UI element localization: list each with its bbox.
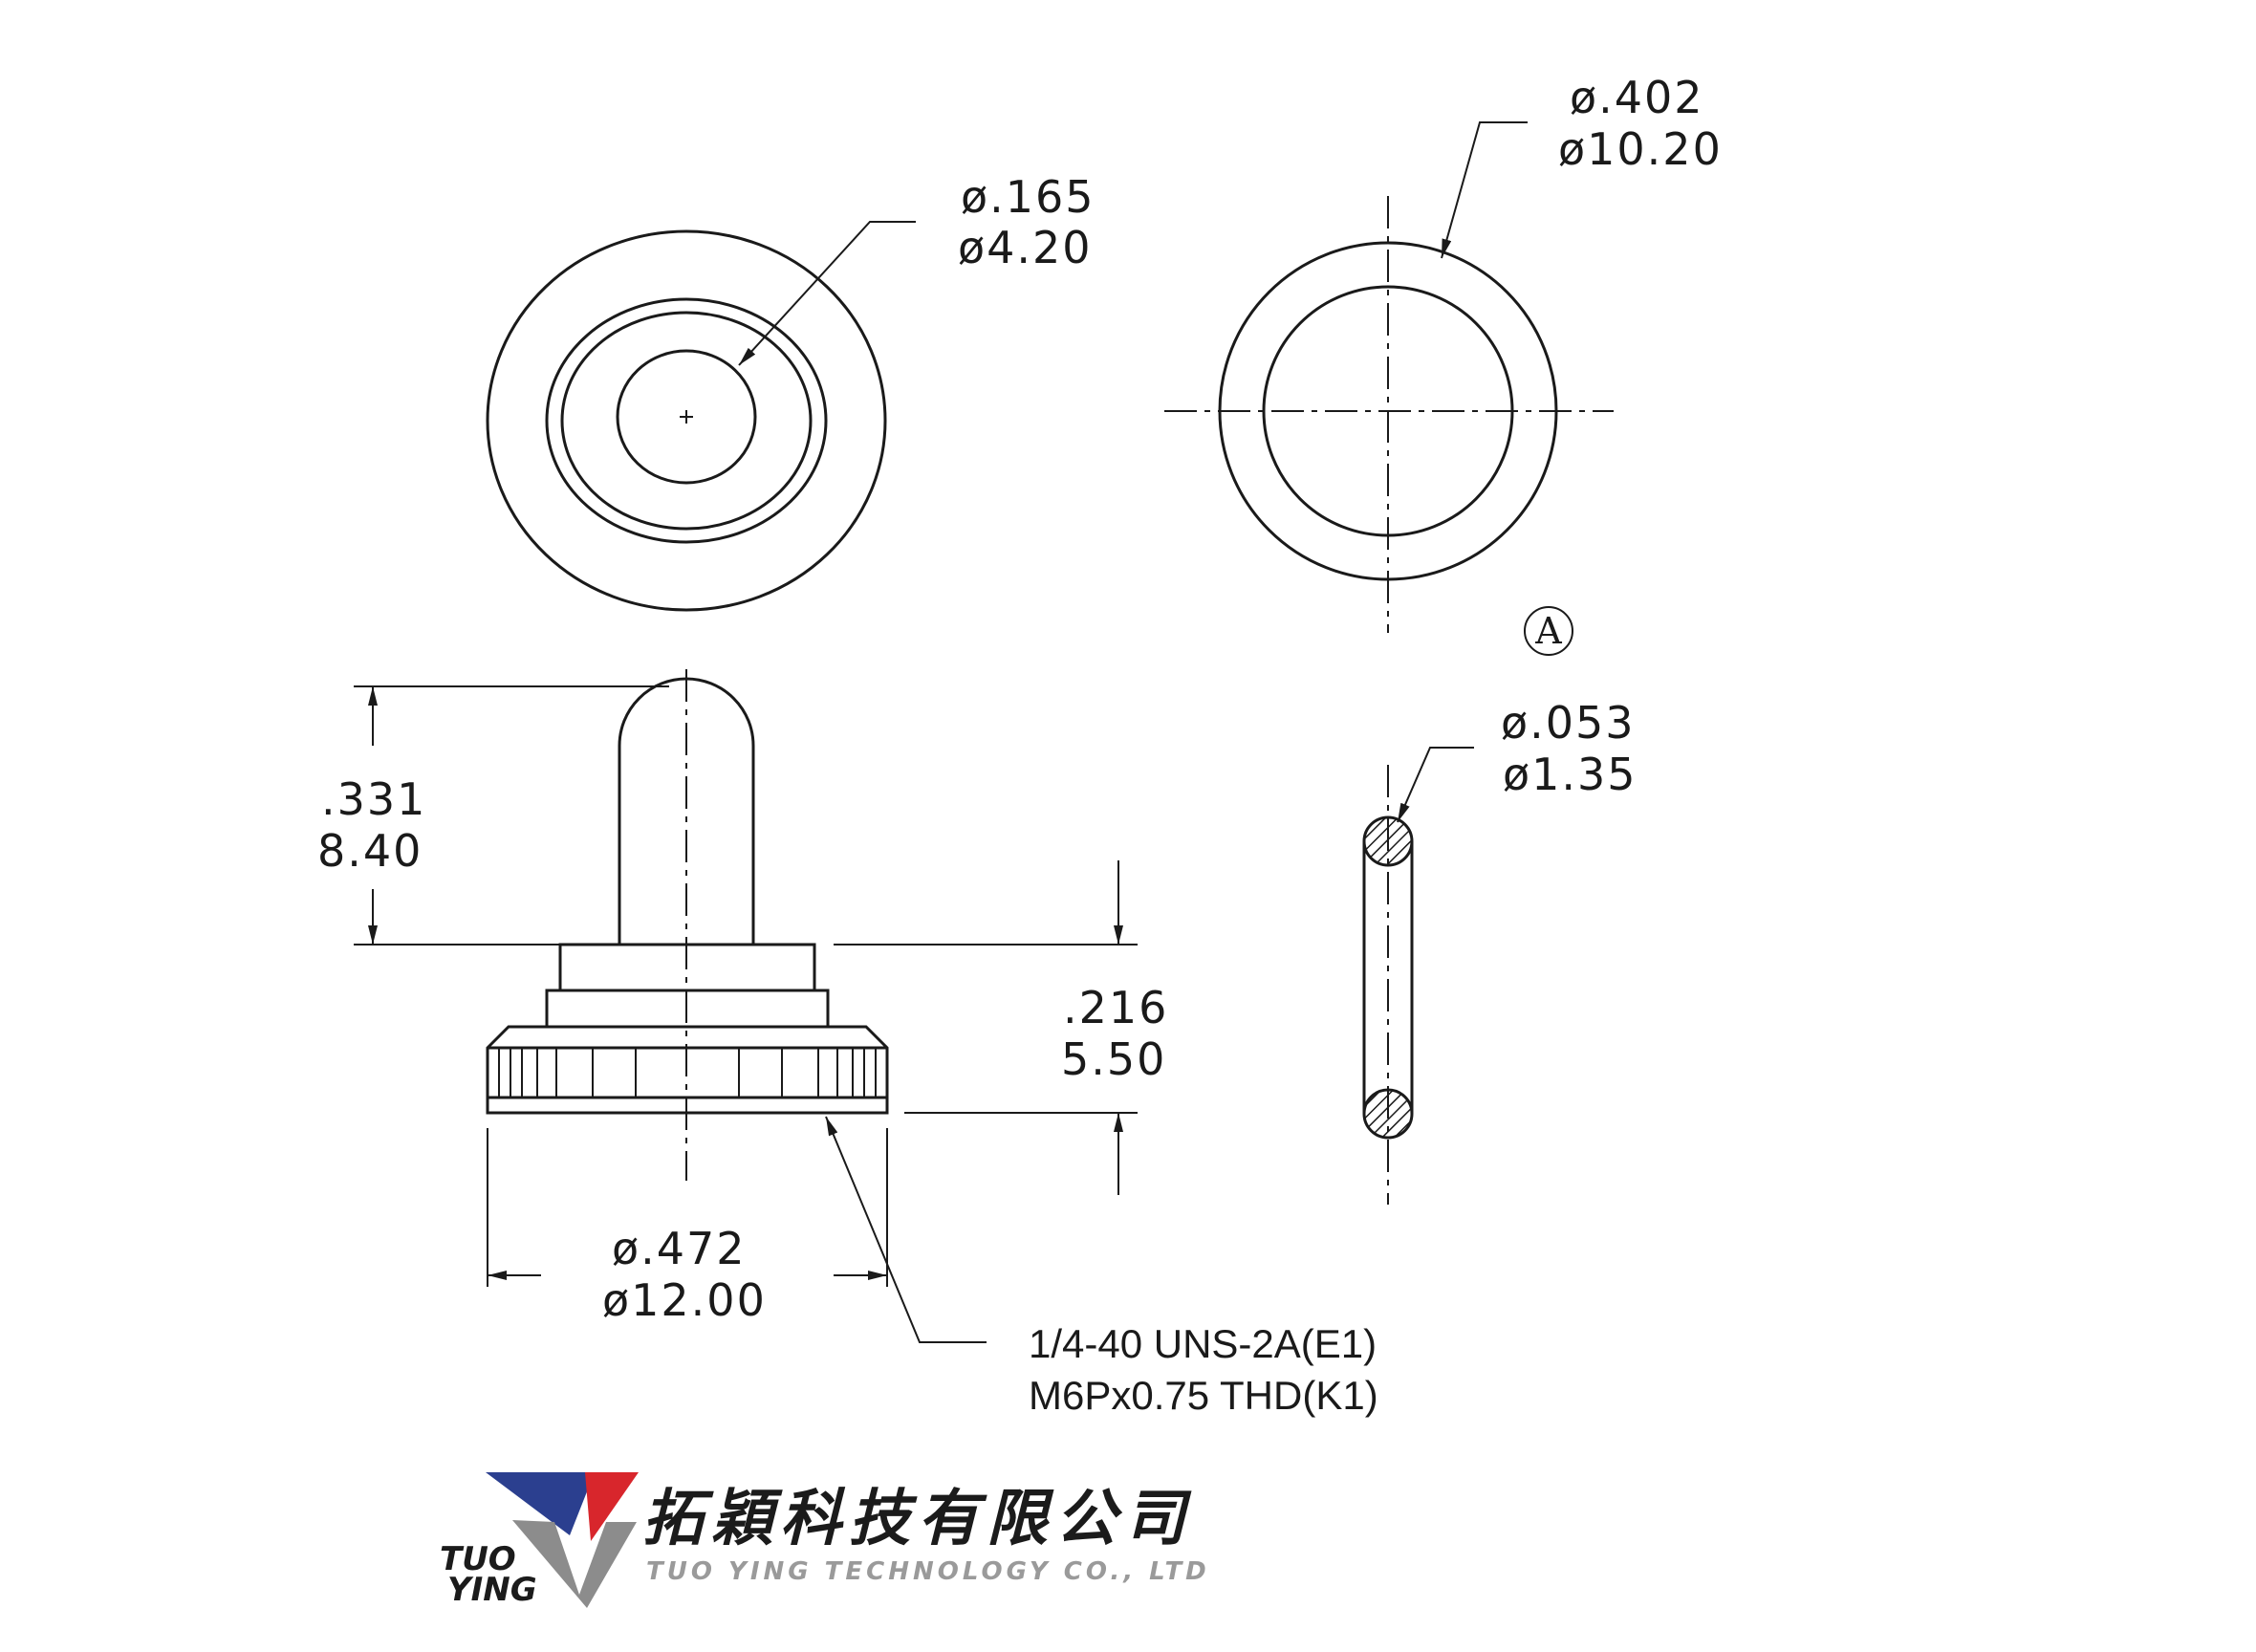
- cord-dim-in: ø.053: [1501, 697, 1636, 749]
- o-ring-top-view: [1164, 121, 1614, 633]
- thread-note-line1: 1/4-40 UNS-2A(E1): [1029, 1321, 1377, 1366]
- cord-dim-mm: ø1.35: [1503, 749, 1638, 800]
- cap-hole-dim-in: ø.165: [961, 171, 1095, 223]
- boot-height-dim-in: .331: [321, 773, 426, 825]
- detail-a-marker: [1524, 606, 1573, 656]
- ring-outer-dim-in: ø.402: [1570, 72, 1704, 123]
- company-logo: TUO YING 拓穎科技有限公司 TUO YING TECHNOLOGY CO…: [435, 1453, 1247, 1618]
- logo-text-tuo: TUO: [440, 1540, 516, 1578]
- ring-outer-dim-mm: ø10.20: [1558, 123, 1723, 175]
- logo-red-chevron: [585, 1472, 639, 1541]
- boot-side-view: [354, 669, 1138, 1343]
- base-dia-dim-mm: ø12.00: [602, 1274, 767, 1326]
- company-name-cn: 拓穎科技有限公司: [642, 1484, 1193, 1554]
- company-name-en: TUO YING TECHNOLOGY CO., LTD: [646, 1557, 1210, 1586]
- base-height-dim-in: .216: [1063, 982, 1168, 1033]
- detail-a-label: A: [1534, 610, 1562, 652]
- logo-text-ying: YING: [447, 1571, 537, 1609]
- base-height-dim-mm: 5.50: [1061, 1033, 1166, 1085]
- thread-note-line2: M6Px0.75 THD(K1): [1029, 1373, 1378, 1418]
- logo-blue-chevron: [486, 1472, 595, 1535]
- o-ring-section-view: [1362, 747, 1474, 1205]
- boot-top-view: [486, 221, 916, 612]
- boot-height-dim-mm: 8.40: [317, 825, 423, 877]
- logo-gray-chevron: [512, 1520, 637, 1608]
- cap-hole-dim-mm: ø4.20: [958, 222, 1093, 273]
- base-dia-dim-in: ø.472: [612, 1223, 747, 1274]
